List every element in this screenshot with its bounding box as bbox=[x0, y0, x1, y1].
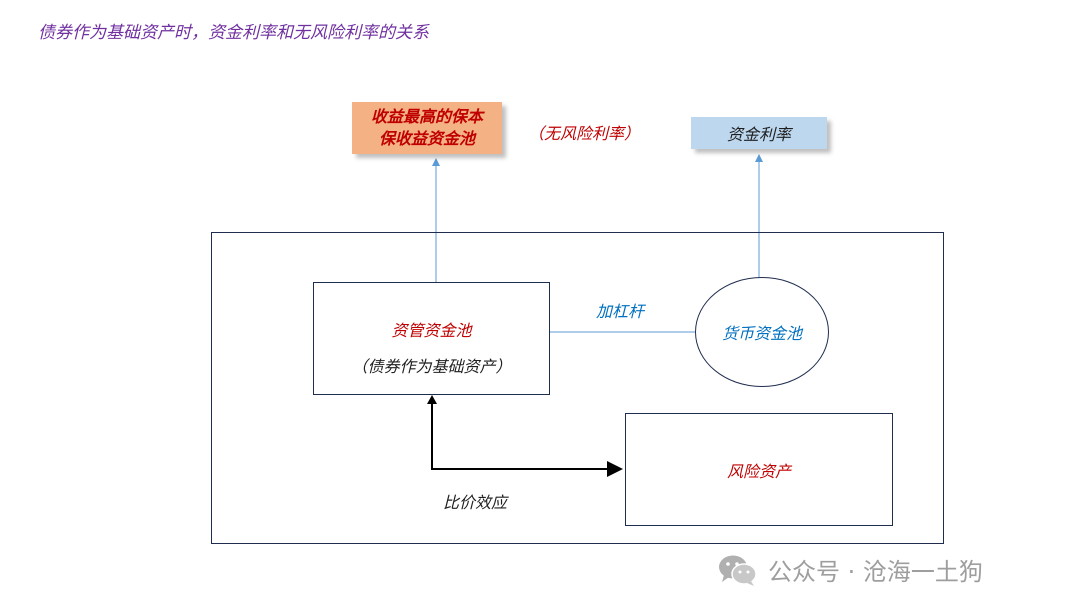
watermark: 公众号 · 沧海一土狗 bbox=[718, 552, 983, 587]
risk-free-box-line1: 收益最高的保本 bbox=[370, 107, 483, 126]
parity-effect-label: 比价效应 bbox=[443, 493, 508, 512]
leverage-label: 加杠杆 bbox=[596, 302, 645, 321]
arrow-parity-head-up bbox=[427, 395, 437, 404]
risk-asset-label: 风险资产 bbox=[726, 461, 791, 481]
wechat-icon bbox=[719, 555, 757, 586]
am-pool-subtitle: （债券作为基础资产） bbox=[351, 357, 512, 376]
risk-free-pool-box: 收益最高的保本 保收益资金池 bbox=[352, 102, 502, 154]
risk-free-box-line2: 保收益资金池 bbox=[378, 129, 475, 148]
risk-free-rate-label: （无风险利率） bbox=[528, 124, 641, 143]
slide-title: 债券作为基础资产时，资金利率和无风险利率的关系 bbox=[38, 23, 429, 43]
money-pool-circle: 货币资金池 bbox=[695, 277, 829, 387]
money-pool-label: 货币资金池 bbox=[721, 324, 802, 343]
watermark-text: 公众号 · 沧海一土狗 bbox=[768, 558, 983, 586]
funding-rate-label: 资金利率 bbox=[726, 125, 791, 144]
system-frame bbox=[211, 232, 944, 544]
am-pool-title: 资管资金池 bbox=[391, 321, 472, 340]
asset-management-pool-box: 资管资金池 （债券作为基础资产） bbox=[313, 282, 550, 395]
risk-asset-box: 风险资产 bbox=[625, 413, 893, 526]
arrow-parity bbox=[431, 402, 623, 477]
funding-rate-box: 资金利率 bbox=[691, 117, 827, 149]
